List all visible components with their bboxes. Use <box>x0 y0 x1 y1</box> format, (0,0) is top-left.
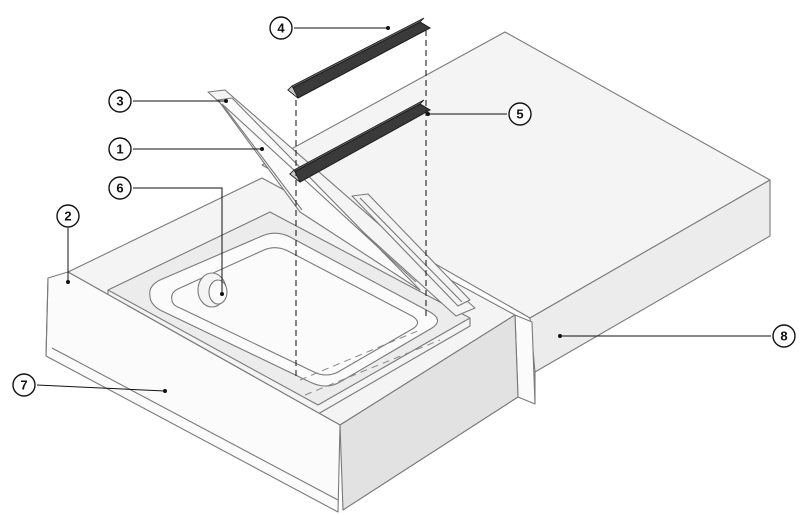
callout-8-label: 8 <box>780 329 787 344</box>
callout-3: 3 <box>108 89 228 113</box>
callout-8: 8 <box>558 324 796 348</box>
callout-4-label: 4 <box>277 21 285 36</box>
callout-5: 5 <box>426 102 532 126</box>
cabinet-housing <box>261 31 771 405</box>
callout-7-label: 7 <box>20 378 27 393</box>
drawer-front-panel <box>45 271 341 513</box>
sealing-bar-lid <box>289 99 432 183</box>
callout-6-label: 6 <box>116 181 123 196</box>
callout-7: 7 <box>12 373 167 397</box>
callout-4: 4 <box>269 16 390 40</box>
callout-2: 2 <box>56 204 80 284</box>
suction-port <box>197 272 228 308</box>
callout-1: 1 <box>108 137 264 161</box>
lid <box>207 89 476 317</box>
callout-1-label: 1 <box>116 142 123 157</box>
callout-3-label: 3 <box>116 94 123 109</box>
lid-hinge-strut <box>351 193 471 307</box>
sealing-bar-removed <box>287 17 432 99</box>
callout-6: 6 <box>108 176 224 296</box>
callout-5-label: 5 <box>516 107 523 122</box>
dashed-guide-lines <box>295 30 441 396</box>
callout-2-label: 2 <box>64 209 71 224</box>
